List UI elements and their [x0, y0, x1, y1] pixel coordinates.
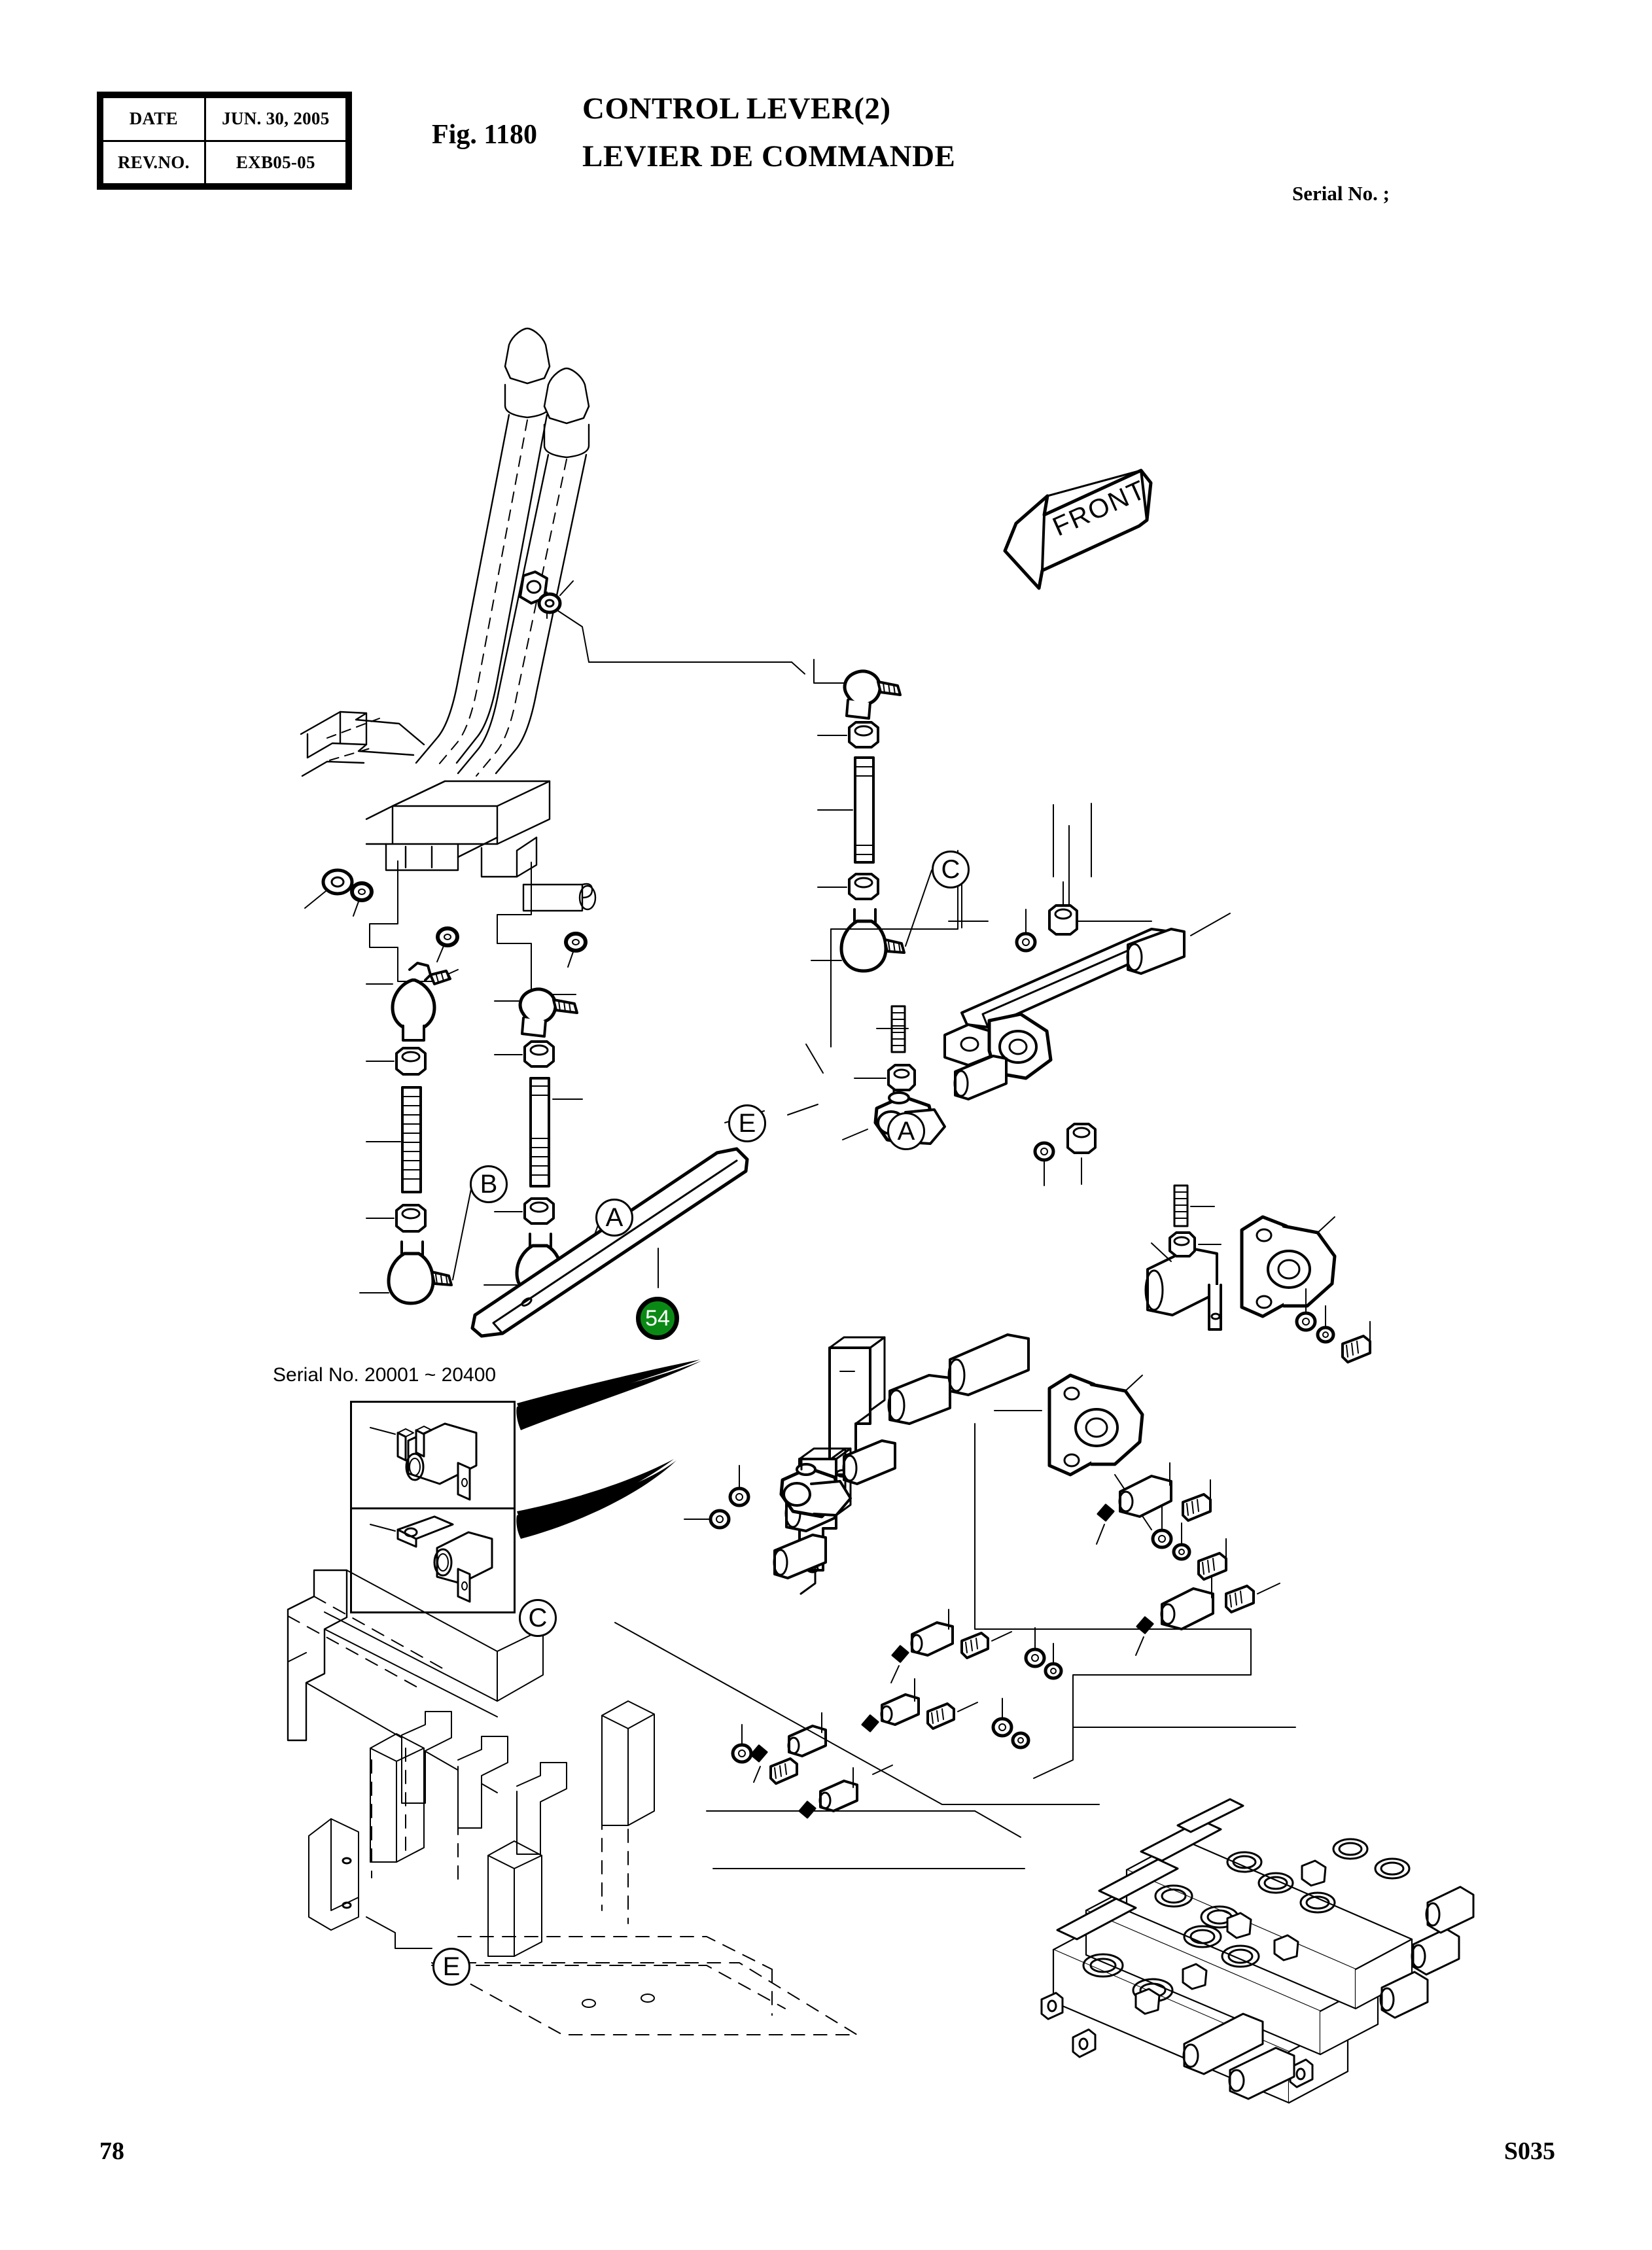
center-bellcrank-group [684, 1333, 1030, 1595]
base-plate-outline [431, 1962, 858, 2035]
ball-joint-part [494, 987, 578, 1038]
date-label: DATE [101, 96, 206, 142]
lever-base-bracket [300, 711, 597, 912]
callout-letter-e-2[interactable]: E [432, 1948, 470, 1986]
callout-letter-a[interactable]: A [887, 1112, 925, 1150]
threaded-rod-part [366, 1086, 422, 1193]
right-bracket-group [974, 1184, 1371, 1630]
front-direction-arrow [1003, 468, 1153, 590]
threaded-rod-part [529, 1077, 583, 1187]
inset-divider [352, 1507, 514, 1509]
revision-info-table: DATE JUN. 30, 2005 REV.NO. EXB05-05 [97, 92, 352, 190]
part-number-marker-54[interactable]: 54 [636, 1297, 679, 1340]
inset-connector-leaders [516, 1360, 701, 1539]
valve-leader-lines [614, 1622, 1296, 1869]
bottom-frame-structure [287, 1569, 655, 1957]
table-row: DATE JUN. 30, 2005 [101, 96, 348, 142]
callout-letter-c[interactable]: C [932, 851, 970, 888]
svg-text:FRONT: FRONT [1048, 474, 1151, 542]
left-components-group [304, 860, 474, 1305]
hydraulic-control-valve-assembly [1040, 1798, 1475, 2104]
page-number: 78 [99, 2137, 124, 2165]
table-row: REV.NO. EXB05-05 [101, 139, 348, 185]
document-code: S035 [1503, 2137, 1555, 2165]
inset-variant-box [350, 1401, 516, 1613]
rev-no-value: EXB05-05 [203, 139, 348, 185]
control-lever-shafts [415, 413, 588, 775]
long-shaft-part [470, 1147, 749, 1338]
control-lever-handles [504, 327, 590, 459]
ball-joint-part [359, 1176, 474, 1305]
figure-number: Fig. 1180 [432, 120, 538, 150]
rev-no-label: REV.NO. [101, 139, 206, 185]
bushing-part [773, 1534, 827, 1579]
bushing-part [1126, 913, 1231, 975]
serial-no-label: Serial No. ; [1292, 182, 1390, 205]
hardware-lever-top [519, 571, 805, 675]
bottom-hardware-scatter [731, 1462, 1280, 1819]
page-title-french: LEVIER DE COMMANDE [582, 139, 956, 173]
bushing-part [953, 1055, 1008, 1100]
callout-letter-e[interactable]: E [728, 1104, 766, 1142]
left-components-group-2 [436, 862, 601, 1297]
front-label-text: FRONT [1048, 474, 1151, 542]
date-value: JUN. 30, 2005 [203, 96, 348, 142]
bushing-part [842, 1439, 896, 1485]
inset-serial-range-label: Serial No. 20001 ~ 20400 [273, 1364, 497, 1386]
callout-letter-a-2[interactable]: A [595, 1199, 633, 1237]
callout-letter-c-2[interactable]: C [519, 1599, 557, 1637]
page-title-english: CONTROL LEVER(2) [582, 92, 891, 126]
callout-letter-b[interactable]: B [470, 1165, 508, 1203]
c-branch-components [811, 659, 932, 973]
ball-joint-part [366, 962, 451, 1042]
ball-joint-part [483, 1218, 601, 1297]
